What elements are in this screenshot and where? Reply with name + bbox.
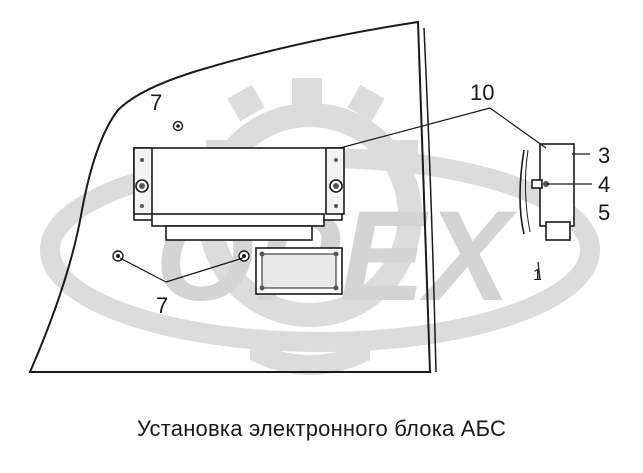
cover-plate: [255, 247, 343, 295]
side-view-panel: [519, 149, 525, 235]
fastener-nuts: [112, 120, 250, 262]
callout-1: 1: [533, 267, 542, 284]
callout-5: 5: [598, 200, 610, 225]
side-view-bolt: [531, 179, 543, 189]
cab-panel-edge: [423, 27, 437, 373]
callout-7-bottom: 7: [156, 293, 168, 318]
leader-lines: [119, 107, 592, 283]
cab-panel-outline: [28, 20, 432, 373]
callout-4: 4: [598, 172, 610, 197]
callout-3: 3: [598, 143, 610, 168]
callout-10: 10: [470, 80, 494, 105]
figure-caption: Установка электронного блока АБС: [136, 416, 507, 441]
abs-unit-assembly: [133, 147, 345, 241]
abs-unit-body: [151, 213, 325, 227]
abs-unit-connector: [165, 225, 313, 241]
side-view: [519, 143, 575, 281]
mounting-plate: [133, 147, 343, 221]
callouts: 10 3 4 5 7 7 1: [150, 80, 610, 318]
callout-7-top: 7: [150, 90, 162, 115]
